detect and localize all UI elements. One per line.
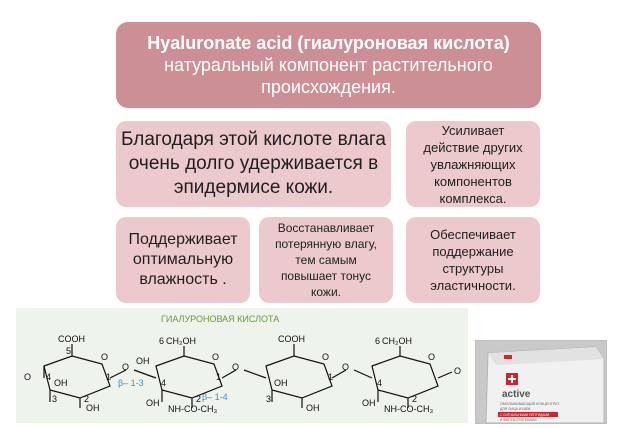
benefit-box-moisture-retention: Благодаря этой кислоте влага очень долго… — [116, 121, 391, 207]
product-photo: active ОМОЛАЖИВАЮЩИЙ КОНЦЕНТРАТ ДЛЯ ЛИЦА… — [475, 340, 607, 424]
o-link: O — [454, 366, 461, 376]
cooh-label: COOH — [58, 334, 85, 344]
benefit-text-line: влажность . — [139, 271, 227, 288]
benefit-text-line: действие других — [423, 139, 523, 155]
molecule-diagram: ГИАЛУРОНОВАЯ КИСЛОТА COOH O OH OH O 4 3 … — [24, 314, 461, 414]
carbon-1: 1 — [216, 372, 221, 382]
product-caption: ОМОЛАЖИВАЮЩИЙ КОНЦЕНТРАТ — [500, 402, 560, 406]
nhcoch3-label: NH-CO-CH₃ — [384, 404, 433, 414]
ring-oxygen: O — [322, 352, 329, 362]
carbon-6: 6 — [159, 336, 164, 346]
benefit-text-line: Поддерживает — [128, 231, 238, 248]
oh-label: OH — [362, 398, 376, 408]
carbon-2: 2 — [412, 394, 417, 404]
title-box: Hyaluronate acid (гиалуроновая кислота) … — [116, 22, 541, 108]
carbon-3: 3 — [52, 394, 57, 404]
carbon-4: 4 — [161, 378, 166, 388]
oh-label: OH — [146, 398, 160, 408]
benefit-text-line: кожи. — [311, 285, 341, 299]
benefit-text-line: потерянную влагу, — [275, 237, 377, 251]
benefit-text-line: Благодаря этой кислоте влага — [121, 129, 386, 150]
glycosidic-oxygen: O — [232, 362, 239, 372]
benefit-text-line: Усиливает — [441, 122, 505, 138]
product-brand: active — [502, 389, 531, 400]
carbon-5: 5 — [66, 346, 71, 356]
benefit-text-line: компонентов — [434, 173, 512, 189]
molecule-title: ГИАЛУРОНОВАЯ КИСЛОТА — [161, 314, 279, 324]
title-line-3: происхождения. — [261, 77, 396, 97]
oh-label: OH — [274, 378, 288, 388]
ch2oh-label: CH₂OH — [166, 336, 196, 346]
glycosidic-oxygen: O — [122, 362, 129, 372]
carbon-4: 4 — [46, 372, 51, 382]
benefit-text-line: структуры — [442, 261, 504, 276]
benefit-text-line: эластичности. — [430, 278, 516, 293]
title-line-1: Hyaluronate acid (гиалуроновая кислота) — [147, 33, 510, 53]
benefit-text-line: оптимальную — [132, 251, 234, 268]
carbon-6: 6 — [375, 336, 380, 346]
benefit-text-line: эпидермисе кожи. — [173, 177, 334, 198]
oh-label: OH — [136, 356, 150, 366]
carbon-2: 2 — [84, 394, 89, 404]
carbon-1: 1 — [106, 372, 111, 382]
oh-label: OH — [54, 378, 68, 388]
benefit-text-line: Обеспечивает — [430, 227, 516, 242]
benefit-text-line: Восстанавливает — [277, 221, 375, 235]
ring-4 — [371, 346, 453, 408]
nhcoch3-label: NH-CO-CH₃ — [168, 404, 217, 414]
benefit-text-line: очень долго удерживается в — [128, 153, 379, 174]
benefit-box-optimal-humidity: Поддерживает оптимальную влажность . — [116, 217, 250, 303]
benefit-text-line: поддержание — [432, 244, 514, 259]
hyaluronic-acid-structure: ГИАЛУРОНОВАЯ КИСЛОТА COOH O OH OH O 4 3 … — [16, 308, 468, 423]
oh-label: OH — [306, 403, 320, 413]
product-caption: ДЛЯ ЛИЦА И ШЕИ — [500, 407, 531, 411]
carbon-3: 3 — [266, 394, 271, 404]
ring-2 — [155, 346, 223, 408]
o-link: O — [24, 372, 31, 382]
benefit-box-restores-moisture: Восстанавливает потерянную влагу, тем са… — [259, 217, 393, 303]
product-caption: С СИГНАЛЬНЫМИ ПЕПТИДАМИ — [500, 413, 550, 417]
benefit-text-line: повышает тонус — [280, 269, 372, 283]
carbon-4: 4 — [377, 378, 382, 388]
cooh-label: COOH — [278, 334, 305, 344]
product-caption: И ФИТОЭСТРОГЕНАМИ — [500, 418, 537, 422]
ring-oxygen: O — [428, 352, 435, 362]
bond-beta-1-3: β– 1-3 — [118, 378, 144, 388]
benefit-box-enhances-action: Усиливает действие других увлажняющих ко… — [406, 121, 540, 207]
ring-1 — [43, 344, 111, 408]
title-line-2: натуральный компонент растительного — [164, 55, 493, 75]
ch2oh-label: CH₂OH — [382, 336, 412, 346]
carbon-2: 2 — [196, 394, 201, 404]
product-box-image: active ОМОЛАЖИВАЮЩИЙ КОНЦЕНТРАТ ДЛЯ ЛИЦА… — [476, 341, 606, 423]
ring-oxygen: O — [101, 352, 108, 362]
oh-label: OH — [86, 403, 100, 413]
ring-oxygen: O — [212, 352, 219, 362]
benefit-text-line: увлажняющих — [430, 156, 516, 172]
benefit-box-elasticity: Обеспечивает поддержание структуры эласт… — [406, 217, 540, 303]
benefit-text-line: тем самым — [295, 253, 357, 267]
ring-3 — [265, 344, 333, 408]
carbon-1: 1 — [328, 372, 333, 382]
glycosidic-oxygen: O — [342, 362, 349, 372]
bond-beta-1-4: β– 1-4 — [202, 392, 228, 402]
benefit-text-line: комплекса. — [439, 190, 507, 206]
